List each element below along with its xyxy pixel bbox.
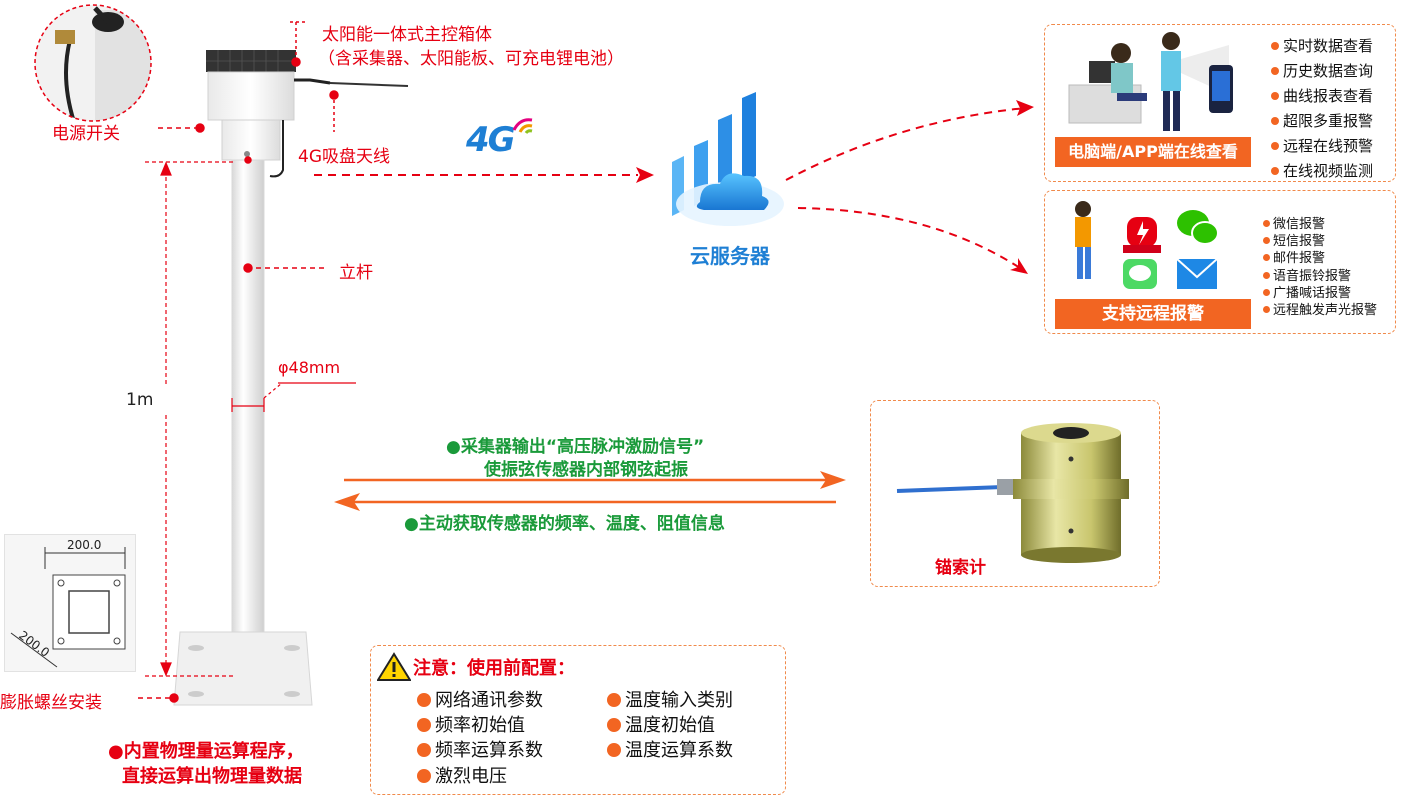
sensor-panel: 锚索计 bbox=[870, 400, 1160, 587]
signal-out-line2: 使振弦传感器内部钢弦起振 bbox=[484, 460, 688, 480]
feature-item: 在线视频监测 bbox=[1271, 160, 1373, 181]
wechat-icon bbox=[1177, 210, 1219, 245]
base-plate bbox=[173, 631, 313, 706]
base-drawing: 200.0 200.0 bbox=[4, 534, 136, 672]
device-illustration bbox=[34, 4, 409, 706]
alarm-channels-icon bbox=[1075, 201, 1219, 289]
power-switch-inset bbox=[35, 5, 151, 121]
footer-line2: 直接运算出物理量数据 bbox=[122, 766, 302, 787]
mount-label: 膨胀螺丝安装 bbox=[0, 693, 102, 713]
power-switch-label: 电源开关 bbox=[52, 124, 120, 144]
cloud-label: 云服务器 bbox=[690, 244, 770, 268]
feature-item: 超限多重报警 bbox=[1271, 110, 1373, 131]
alarm-item: 语音振铃报警 bbox=[1263, 265, 1351, 284]
alarm-item: 广播喊话报警 bbox=[1263, 282, 1351, 301]
alarm-item: 邮件报警 bbox=[1263, 247, 1325, 266]
config-item: 频率初始值 bbox=[417, 711, 525, 737]
feature-item: 实时数据查看 bbox=[1271, 35, 1373, 56]
online-view-panel: 电脑端/APP端在线查看 实时数据查看 历史数据查询 曲线报表查看 超限多重报警… bbox=[1044, 24, 1396, 182]
signal-in-line: ●主动获取传感器的频率、温度、阻值信息 bbox=[404, 514, 725, 534]
feature-item: 历史数据查询 bbox=[1271, 60, 1373, 81]
cloud-server-icon bbox=[672, 92, 784, 226]
notice-title: 注意：使用前配置： bbox=[413, 658, 575, 679]
base-dim-1: 200.0 bbox=[67, 538, 102, 552]
feature-item: 远程在线预警 bbox=[1271, 135, 1373, 156]
diameter-marker bbox=[231, 382, 356, 412]
uplink-arrow bbox=[314, 167, 654, 183]
remote-alarm-banner: 支持远程报警 bbox=[1055, 299, 1251, 329]
box-subtitle: （含采集器、太阳能板、可充电锂电池） bbox=[318, 49, 624, 69]
config-item: 温度初始值 bbox=[607, 711, 715, 737]
box-title: 太阳能一体式主控箱体 bbox=[322, 25, 492, 45]
config-item: 温度运算系数 bbox=[607, 736, 733, 762]
config-item: 温度输入类别 bbox=[607, 686, 733, 712]
signal-out-line1: ●采集器输出“高压脉冲激励信号” bbox=[446, 437, 705, 457]
remote-alarm-panel: 支持远程报警 微信报警 短信报警 邮件报警 语音振铃报警 广播喊话报警 远程触发… bbox=[1044, 190, 1396, 334]
config-item: 网络通讯参数 bbox=[417, 686, 543, 712]
signal-arrows bbox=[334, 471, 846, 511]
height-label: 1m bbox=[126, 390, 154, 410]
notice-panel: 注意：使用前配置： 网络通讯参数 频率初始值 频率运算系数 激烈电压 温度输入类… bbox=[370, 645, 786, 795]
alarm-item: 短信报警 bbox=[1263, 230, 1325, 249]
diameter-label: φ48mm bbox=[278, 358, 341, 377]
online-view-banner: 电脑端/APP端在线查看 bbox=[1055, 137, 1251, 167]
control-box bbox=[206, 50, 409, 178]
feature-item: 曲线报表查看 bbox=[1271, 85, 1373, 106]
people-devices-icon bbox=[1068, 32, 1233, 131]
config-item: 频率运算系数 bbox=[417, 736, 543, 762]
height-dimension bbox=[145, 161, 235, 677]
warning-icon bbox=[377, 652, 411, 681]
alarm-item: 微信报警 bbox=[1263, 213, 1325, 232]
anchor-cable-meter-image bbox=[896, 423, 1129, 563]
pole-label: 立杆 bbox=[339, 263, 373, 283]
alarm-item: 远程触发声光报警 bbox=[1263, 299, 1377, 318]
sensor-label: 锚索计 bbox=[935, 558, 986, 578]
signal-waves-icon bbox=[512, 118, 533, 134]
4g-badge: 4G bbox=[466, 120, 516, 160]
antenna-label: 4G吸盘天线 bbox=[298, 147, 390, 167]
cloud-to-clients-arrows bbox=[785, 100, 1034, 274]
footer-line1: ●内置物理量运算程序， bbox=[108, 741, 304, 762]
pole bbox=[231, 159, 265, 661]
config-item: 激烈电压 bbox=[417, 762, 507, 788]
